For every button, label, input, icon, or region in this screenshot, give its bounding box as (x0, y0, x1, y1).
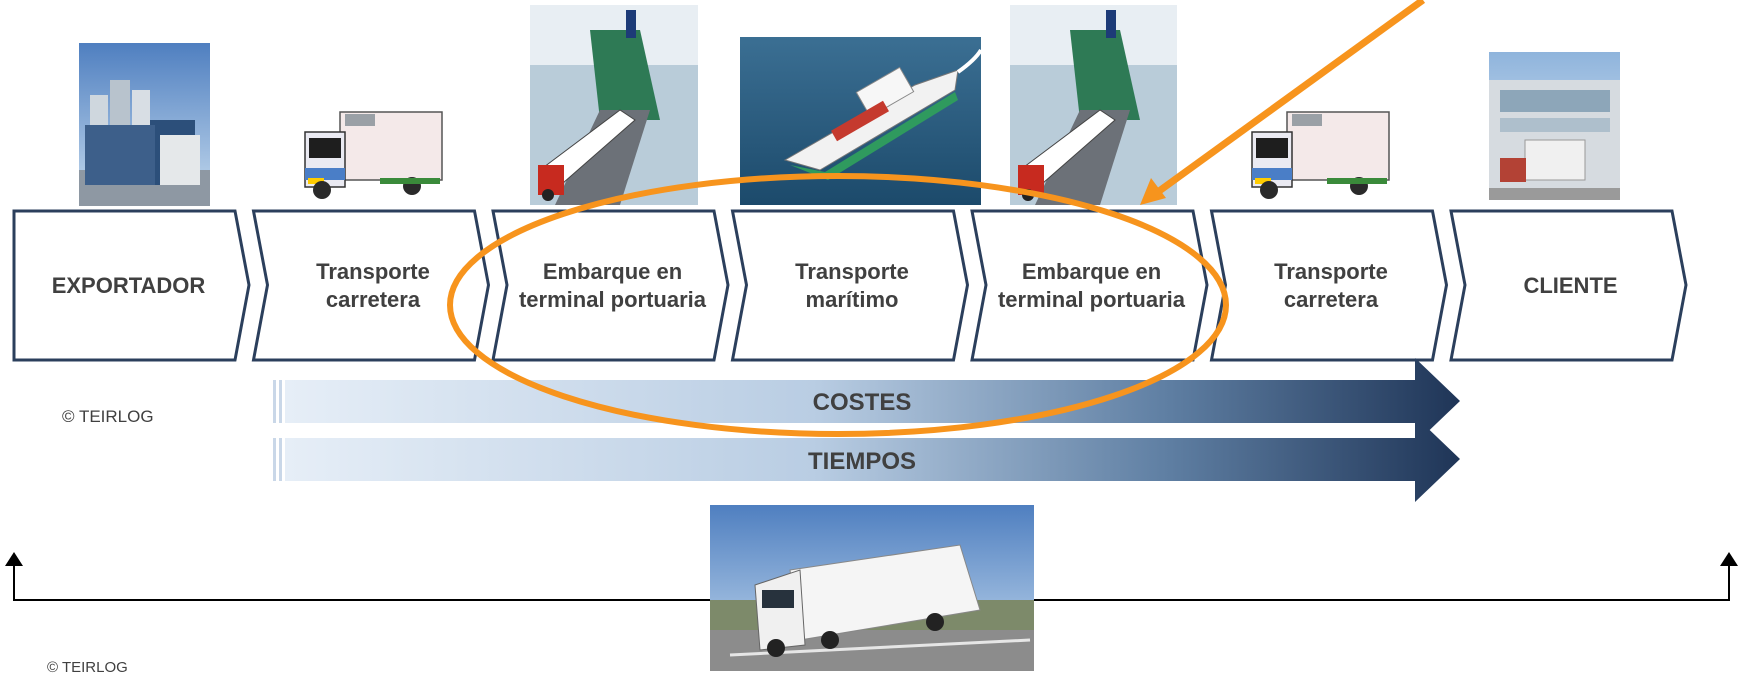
chevron-step-3-label-line-1: Embarque en (543, 259, 682, 284)
refrigerated-truck-image-2 (1251, 111, 1390, 199)
refrigerated-truck-image-1 (304, 111, 443, 199)
chevron-step-7-label-line-1: CLIENTE (1523, 273, 1617, 298)
pointer-arrowhead (1140, 178, 1166, 205)
chevron-step-5-label-line-1: Embarque en (1022, 259, 1161, 284)
chevron-step-6-label-line-2: carretera (1284, 287, 1379, 312)
costs-label: COSTES (813, 389, 912, 416)
chevron-step-2-label-line-1: Transporte (316, 259, 430, 284)
costs-arrow (285, 358, 1460, 444)
loop-arrowhead-left (5, 552, 23, 566)
chevron-step-7 (1449, 209, 1688, 362)
highlight-ellipse (447, 173, 1229, 437)
port-terminal-image-2 (1010, 5, 1177, 205)
chevron-step-3 (491, 209, 730, 362)
loop-arrowhead-right (1720, 552, 1738, 566)
copyright-top: © TEIRLOG (62, 407, 154, 426)
chevron-step-6 (1209, 209, 1449, 362)
pointer-arrow-line (1152, 0, 1426, 197)
times-bar: TIEMPOS (273, 416, 1460, 502)
process-chevrons: EXPORTADOR Transporte carretera Embarque en… (12, 209, 1688, 362)
chevron-step-6-label-line-1: Transporte (1274, 259, 1388, 284)
chevron-step-5 (970, 209, 1209, 362)
warehouse-image (1489, 52, 1620, 200)
chevron-step-1-label-line-1: EXPORTADOR (52, 273, 206, 298)
highway-truck-image (710, 505, 1034, 671)
chevron-step-2-label-line-2: carretera (326, 287, 421, 312)
copyright-bottom: © TEIRLOG (47, 659, 128, 676)
chevron-step-5-label-line-2: terminal portuaria (998, 287, 1186, 312)
costs-bar: COSTES (273, 358, 1460, 444)
times-label: TIEMPOS (808, 448, 916, 475)
chevron-step-4 (730, 209, 970, 362)
feedback-loop (5, 552, 1738, 601)
port-terminal-image-1 (530, 5, 698, 205)
chevron-step-2 (251, 209, 491, 362)
factory-image (79, 43, 210, 206)
times-arrow (285, 416, 1460, 502)
chevron-step-3-label-line-2: terminal portuaria (519, 287, 707, 312)
chevron-step-4-label-line-1: Transporte (795, 259, 909, 284)
chevron-step-4-label-line-2: marítimo (806, 287, 899, 312)
chevron-step-1 (12, 209, 251, 362)
